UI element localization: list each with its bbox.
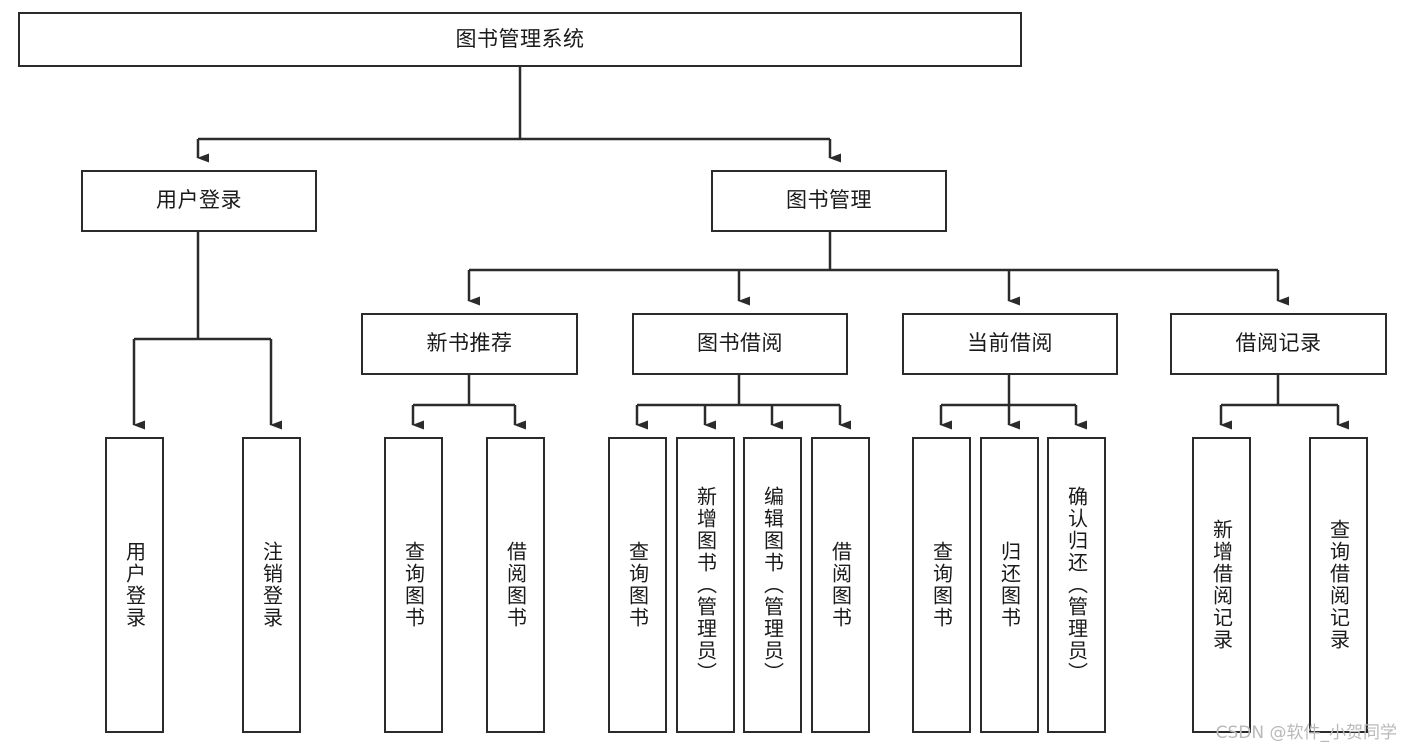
connector-bookmanage-to-level3 [467, 232, 1289, 306]
node-leaf-query-book-2[interactable]: 查询图书 [608, 437, 667, 733]
node-current-borrow[interactable]: 当前借阅 [902, 313, 1118, 375]
node-leaf-return-book[interactable]: 归还图书 [980, 437, 1039, 733]
node-leaf-borrow-book-1[interactable]: 借阅图书 [486, 437, 545, 733]
connector-root-to-level2 [196, 67, 841, 163]
node-root-system[interactable]: 图书管理系统 [18, 12, 1022, 67]
node-label: 编辑图书（管理员） [760, 486, 785, 684]
connector-newbook-to-leaves [411, 375, 526, 430]
node-leaf-query-record[interactable]: 查询借阅记录 [1309, 437, 1368, 733]
node-leaf-query-book-3[interactable]: 查询图书 [912, 437, 971, 733]
node-label: 确认归还（管理员） [1064, 486, 1089, 684]
node-label: 查询图书 [929, 541, 954, 629]
node-label: 新书推荐 [426, 331, 513, 356]
node-leaf-user-login[interactable]: 用户登录 [105, 437, 164, 733]
node-leaf-query-book-1[interactable]: 查询图书 [384, 437, 443, 733]
node-user-login[interactable]: 用户登录 [81, 170, 317, 232]
node-label: 借阅图书 [828, 541, 853, 629]
node-label: 新增图书（管理员） [693, 486, 718, 684]
node-new-book-recommend[interactable]: 新书推荐 [361, 313, 578, 375]
node-label: 查询图书 [401, 541, 426, 629]
node-label: 查询图书 [625, 541, 650, 629]
node-book-manage[interactable]: 图书管理 [711, 170, 947, 232]
node-label: 图书管理 [786, 188, 872, 213]
node-label: 图书管理系统 [455, 26, 585, 51]
node-leaf-borrow-book-2[interactable]: 借阅图书 [811, 437, 870, 733]
watermark-text: CSDN @软件_小贺同学 [1215, 723, 1397, 743]
node-leaf-user-logout[interactable]: 注销登录 [242, 437, 301, 733]
connector-currentborrow-to-leaves [939, 375, 1087, 430]
node-label: 用户登录 [156, 188, 242, 213]
node-label: 图书借阅 [697, 331, 783, 356]
node-label: 借阅记录 [1235, 331, 1322, 356]
node-label: 用户登录 [122, 541, 147, 629]
node-label: 新增借阅记录 [1209, 519, 1234, 651]
node-leaf-confirm-return[interactable]: 确认归还（管理员） [1047, 437, 1106, 733]
node-leaf-edit-book[interactable]: 编辑图书（管理员） [743, 437, 802, 733]
node-label: 借阅图书 [503, 541, 528, 629]
node-leaf-add-book[interactable]: 新增图书（管理员） [676, 437, 735, 733]
node-book-borrow[interactable]: 图书借阅 [632, 313, 848, 375]
node-label: 当前借阅 [967, 331, 1053, 356]
node-label: 归还图书 [997, 541, 1022, 629]
node-leaf-add-record[interactable]: 新增借阅记录 [1192, 437, 1251, 733]
connector-borrowrecord-to-leaves [1219, 375, 1349, 430]
connector-userlogin-to-leaves [132, 232, 282, 430]
node-label: 查询借阅记录 [1326, 519, 1351, 651]
node-label: 注销登录 [259, 541, 284, 629]
node-borrow-record[interactable]: 借阅记录 [1170, 313, 1387, 375]
connector-bookborrow-to-leaves [635, 375, 851, 430]
